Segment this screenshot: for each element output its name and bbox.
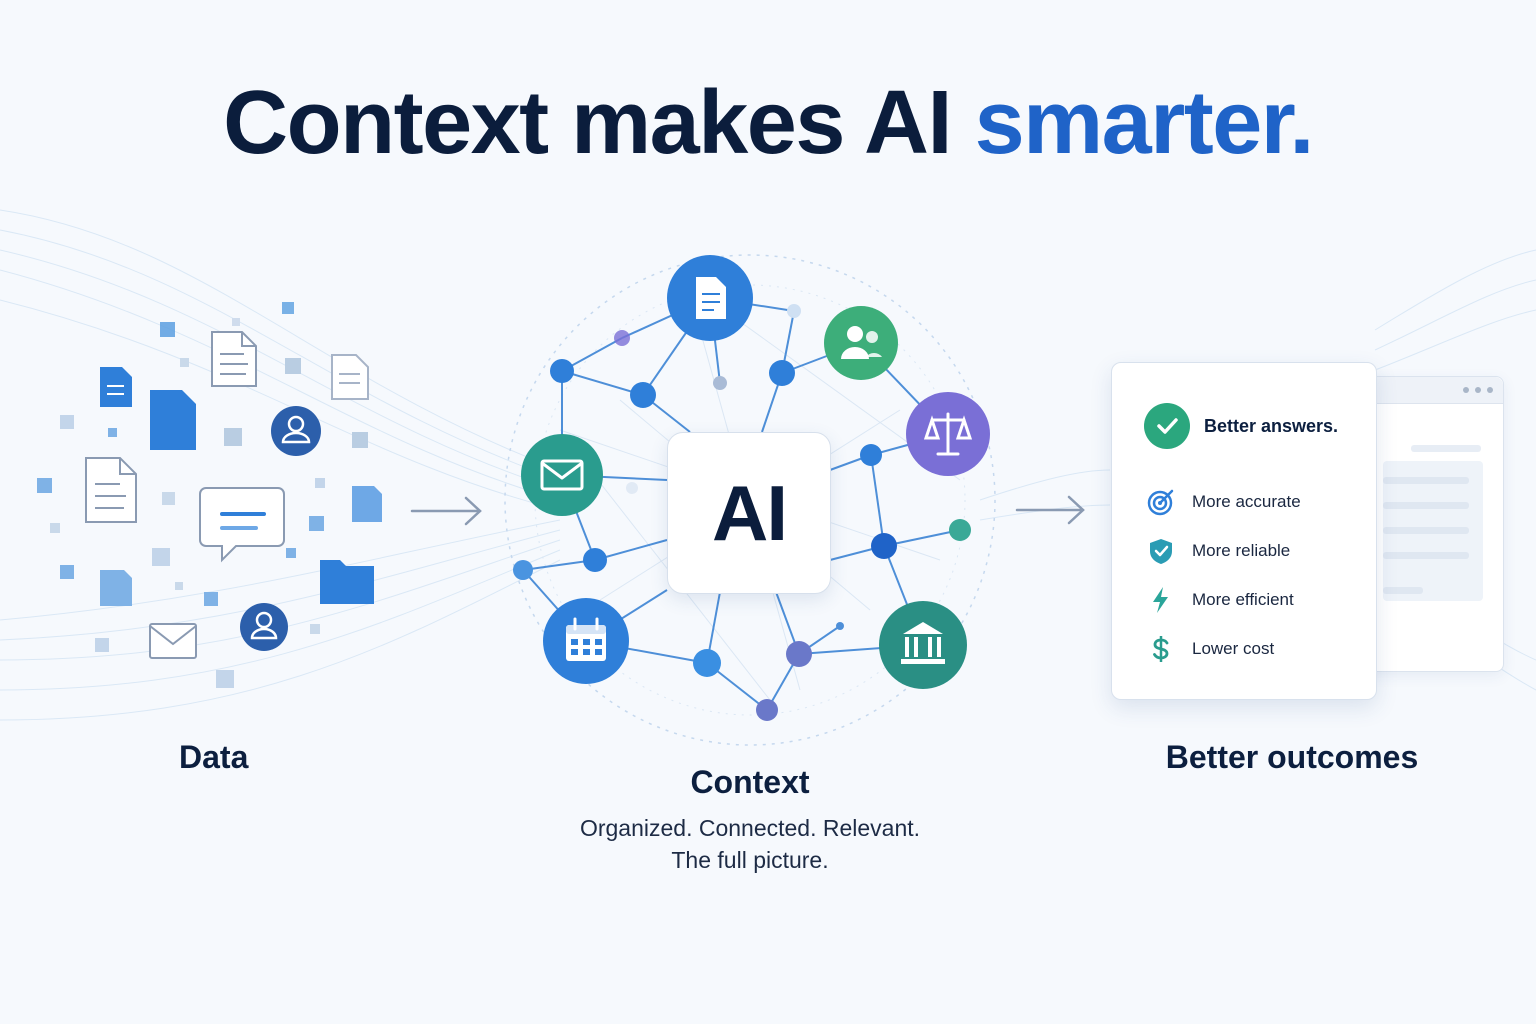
shield-check-icon xyxy=(1146,536,1176,566)
folder-icon xyxy=(320,560,374,604)
outcome-item: More accurate xyxy=(1146,487,1301,517)
calendar-icon xyxy=(566,617,606,661)
ai-core-card: AI xyxy=(667,432,831,594)
context-subtitle-line1: Organized. Connected. Relevant. xyxy=(579,815,921,841)
placeholder-line xyxy=(1411,445,1481,452)
outcome-label: More reliable xyxy=(1192,541,1291,560)
outcome-label: More efficient xyxy=(1192,590,1294,609)
check-icon xyxy=(1144,403,1190,449)
background-window xyxy=(1352,376,1504,672)
context-subtitle-line2: The full picture. xyxy=(671,847,829,873)
document-icon xyxy=(100,570,132,606)
data-scatter xyxy=(37,302,382,688)
scales-node xyxy=(906,392,990,476)
envelope-icon xyxy=(149,623,197,659)
scales-icon xyxy=(923,412,973,456)
outcomes-headline: Better answers. xyxy=(1204,416,1339,436)
dollar-icon xyxy=(1146,634,1176,664)
document-icon xyxy=(352,486,382,522)
calendar-node xyxy=(543,598,629,684)
context-subtitle: Organized. Connected. Relevant. The full… xyxy=(450,812,1050,876)
ai-label: AI xyxy=(712,468,788,557)
stage-label-outcomes: Better outcomes xyxy=(1165,739,1419,775)
email-node xyxy=(521,434,603,516)
people-node xyxy=(824,306,898,380)
document-icon xyxy=(331,354,369,400)
window-dot xyxy=(1487,387,1493,393)
lightning-icon xyxy=(1146,585,1176,615)
target-icon xyxy=(1146,487,1176,517)
outcome-item: More efficient xyxy=(1146,585,1294,615)
email-icon xyxy=(540,459,584,491)
placeholder-line xyxy=(1383,477,1469,484)
stage-label-data: Data xyxy=(179,739,249,775)
outcomes-card: Better answers. More accurate More relia… xyxy=(1111,362,1377,700)
people-icon xyxy=(841,326,882,359)
outcome-item: Lower cost xyxy=(1146,634,1274,664)
placeholder-line xyxy=(1383,527,1469,534)
document-icon xyxy=(696,277,726,319)
page-title: Context makes AI smarter. xyxy=(223,73,1315,173)
headline-accent: smarter. xyxy=(974,73,1315,173)
chat-icon xyxy=(199,487,285,563)
document-icon xyxy=(211,331,257,387)
bank-node xyxy=(879,601,967,689)
outcome-item: More reliable xyxy=(1146,536,1290,566)
outcome-label: More accurate xyxy=(1192,492,1301,511)
document-icon xyxy=(150,390,196,450)
document-node xyxy=(667,255,753,341)
context-network xyxy=(504,254,996,746)
placeholder-line xyxy=(1383,587,1423,594)
bank-icon xyxy=(901,622,945,664)
document-icon xyxy=(100,367,132,407)
window-titlebar xyxy=(1353,377,1503,404)
document-icon xyxy=(85,457,137,523)
user-icon xyxy=(240,603,288,651)
placeholder-line xyxy=(1383,502,1469,509)
arrow-right-icon xyxy=(1015,495,1085,525)
arrow-right-icon xyxy=(410,496,482,526)
user-icon xyxy=(271,406,321,456)
window-dot xyxy=(1475,387,1481,393)
window-dot xyxy=(1463,387,1469,393)
stage-label-context: Context xyxy=(690,764,810,800)
placeholder-line xyxy=(1383,552,1469,559)
outcome-label: Lower cost xyxy=(1192,639,1275,658)
